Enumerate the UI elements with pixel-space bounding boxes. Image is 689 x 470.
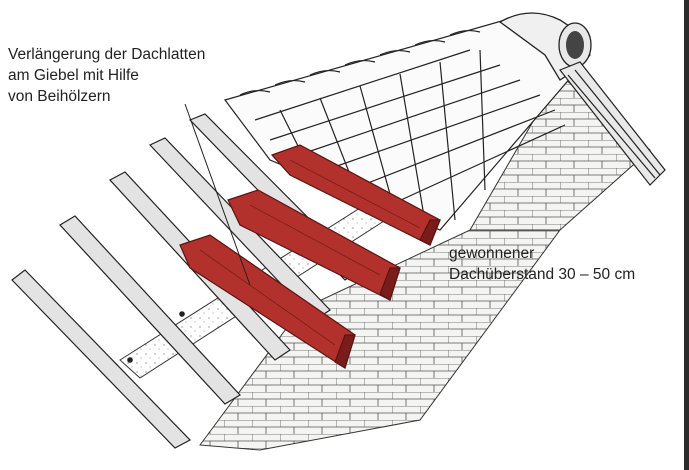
verge-board <box>559 61 666 186</box>
auxiliary-timbers <box>179 144 441 369</box>
extension-line-1: Verlängerung der Dachlatten <box>8 46 206 63</box>
right-edge-border <box>684 0 689 470</box>
leader-line <box>184 103 251 286</box>
extension-line-2: am Giebel mit Hilfe <box>8 67 139 84</box>
extension-line-3: von Beihölzern <box>8 88 111 105</box>
overhang-line-1: gewonnener <box>449 245 535 262</box>
overhang-annotation: gewonnener Dachüberstand 30 – 50 cm <box>449 243 635 285</box>
overhang-line-2: Dachüberstand 30 – 50 cm <box>449 266 636 283</box>
extension-annotation: Verlängerung der Dachlatten am Giebel mi… <box>8 44 205 107</box>
